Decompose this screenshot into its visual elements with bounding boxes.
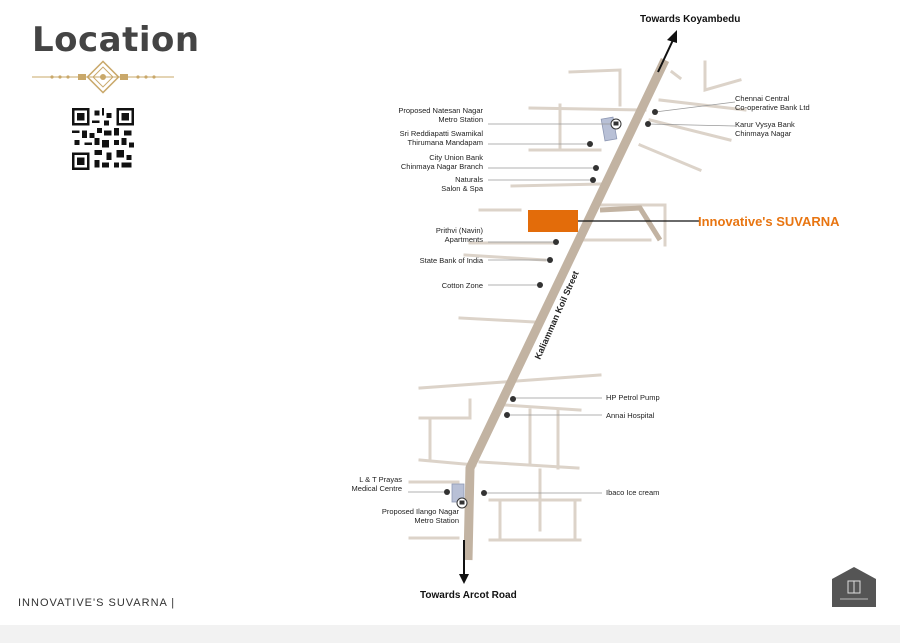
landmark-dot xyxy=(537,282,543,288)
landmark-kvb-l1: Karur Vysya Bank xyxy=(735,120,795,129)
branch-road xyxy=(599,205,663,242)
landmark-city-union-l1: City Union Bank xyxy=(429,153,483,162)
landmark-sbi: State Bank of India xyxy=(420,256,484,265)
south-arrow-icon xyxy=(459,540,469,584)
landmark-city-union-l2: Chinmaya Nagar Branch xyxy=(401,162,483,171)
metro-station-ilango-nagar xyxy=(451,483,468,509)
location-map: Towards Koyambedu Towards Arcot Road Kal… xyxy=(352,14,841,601)
landmark-dot xyxy=(593,165,599,171)
landmark-dot xyxy=(587,141,593,147)
landmark-dot xyxy=(510,396,516,402)
landmark-dot xyxy=(504,412,510,418)
page-background xyxy=(0,0,900,625)
leader-lines xyxy=(408,101,736,494)
landmark-lt-prayas-l1: L & T Prayas xyxy=(359,475,402,484)
main-street xyxy=(463,58,670,561)
landmark-hp-petrol: HP Petrol Pump xyxy=(606,393,660,402)
qr-code-icon xyxy=(72,108,134,170)
landmark-mandapam-l2: Thirumana Mandapam xyxy=(408,138,483,147)
direction-south: Towards Arcot Road xyxy=(420,590,517,601)
direction-north: Towards Koyambedu xyxy=(640,14,740,25)
landmark-lt-prayas-l2: Medical Centre xyxy=(352,484,402,493)
landmark-dot xyxy=(481,490,487,496)
landmark-naturals-l2: Salon & Spa xyxy=(441,184,484,193)
landmark-ilango-metro-l2: Metro Station xyxy=(414,516,459,525)
metro-station-natesan-nagar xyxy=(600,116,622,142)
north-arrow-icon xyxy=(657,30,677,73)
footer-brand: INNOVATIVE'S SUVARNA | xyxy=(18,597,176,609)
landmark-cotton-zone: Cotton Zone xyxy=(442,281,483,290)
title-ornament xyxy=(32,60,174,94)
brand-logo-icon xyxy=(832,567,876,607)
landmark-prithvi-l2: Apartments xyxy=(445,235,484,244)
page-title: Location xyxy=(32,20,200,60)
project-marker xyxy=(528,210,578,232)
landmark-dot xyxy=(444,489,450,495)
landmark-prithvi-l1: Prithvi (Navin) xyxy=(436,226,484,235)
landmark-mandapam-l1: Sri Reddiapatti Swamikal xyxy=(400,129,484,138)
landmark-dot xyxy=(590,177,596,183)
landmark-kvb-l2: Chinmaya Nagar xyxy=(735,129,792,138)
landmark-dot xyxy=(652,109,658,115)
landmark-ccb-l2: Co-operative Bank Ltd xyxy=(735,103,810,112)
landmark-ilango-metro-l1: Proposed Ilango Nagar xyxy=(382,507,460,516)
landmark-dot xyxy=(645,121,651,127)
landmark-ibaco: Ibaco Ice cream xyxy=(606,488,659,497)
landmark-dot xyxy=(553,239,559,245)
landmark-natesan-metro-l2: Metro Station xyxy=(438,115,483,124)
landmark-naturals-l1: Naturals xyxy=(455,175,483,184)
minor-roads xyxy=(408,60,747,542)
landmark-dots xyxy=(444,109,658,496)
landmark-dot xyxy=(547,257,553,263)
landmark-ccb-l1: Chennai Central xyxy=(735,94,790,103)
landmark-natesan-metro-l1: Proposed Natesan Nagar xyxy=(398,106,483,115)
project-label: Innovative's SUVARNA xyxy=(698,214,840,229)
landmark-annai-hospital: Annai Hospital xyxy=(606,411,655,420)
